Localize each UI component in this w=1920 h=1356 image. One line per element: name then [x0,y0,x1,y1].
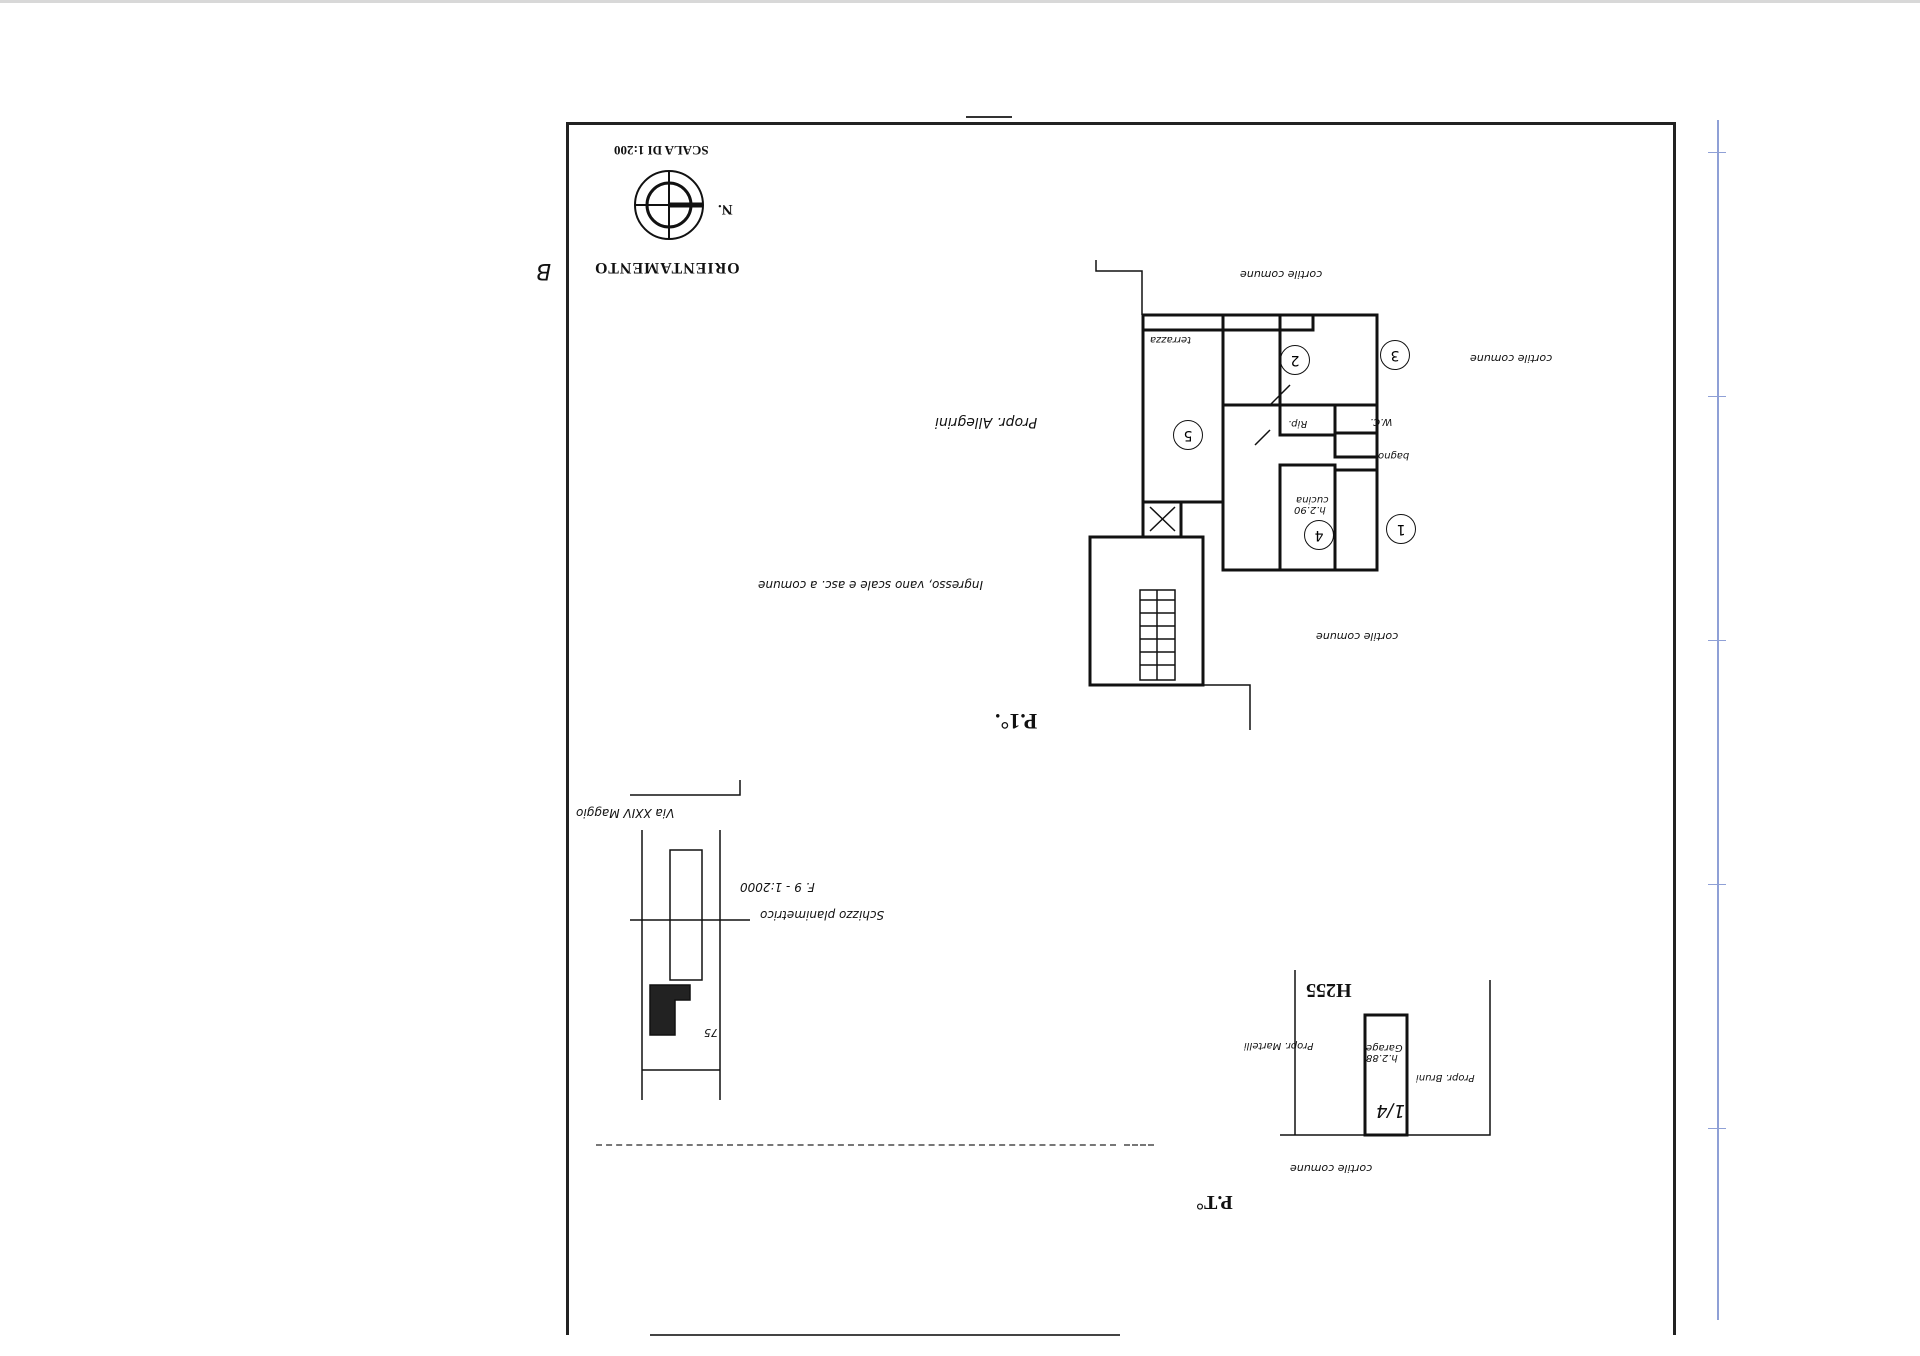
margin-tick [1708,152,1726,153]
entrance-label: Ingresso, vano scale e asc. a comune [758,578,983,592]
scan-edge [0,0,1920,3]
parcel-number: 75 [704,1026,718,1039]
north-arrow-icon [634,170,704,240]
courtyard-bottom-label: cortile comune [1316,630,1399,643]
room-number-badge: 5 [1173,420,1203,450]
room-number-badge: 4 [1304,520,1334,550]
street-label: Via XXIV Maggio [576,806,675,820]
room-number-badge: 2 [1280,345,1310,375]
margin-tick [1708,1128,1726,1129]
garage-height: h.2.88 [1366,1052,1398,1063]
site-sketch-title: Schizzo planimetrico [760,908,885,922]
margin-tick [1708,884,1726,885]
section-divider [1124,1144,1154,1146]
garage-unit-number: 1/4 [1376,1100,1405,1121]
margin-handwritten-mark: B [536,258,552,283]
wc-label: W.C. [1370,416,1393,427]
garage-plan-drawing [1280,970,1491,1137]
floor-plan-drawing [1088,260,1379,730]
storage-label: Rip. [1288,418,1308,429]
neighbor-property-label: Propr. Allegrini [935,414,1038,430]
sheet-reference: F. 9 - 1:2000 [740,880,815,894]
sheet-bottom-edge [650,1334,1120,1336]
garage-neighbor-right: Propr. Martelli [1244,1040,1314,1051]
terrace-label: terrazza [1150,334,1192,345]
site-plan-sketch [630,780,750,1100]
room-number-badge: 1 [1386,514,1416,544]
bath-label: bagno [1378,450,1410,461]
north-label: N. [718,201,733,217]
section-divider [596,1144,1116,1146]
room-number-badge: 3 [1380,340,1410,370]
top-mark [966,116,1012,118]
garage-sheet-code: H255 [1306,979,1352,1001]
margin-tick [1708,640,1726,641]
courtyard-top-label: cortile comune [1240,268,1323,281]
garage-courtyard-label: cortile comune [1290,1162,1373,1175]
drawing-sheet-frame [566,122,1676,1335]
kitchen-height-label: h.2.90 [1294,504,1326,515]
margin-rule [1717,120,1719,1320]
courtyard-right-label: cortile comune [1470,352,1553,365]
scale-label: SCALA DI 1:200 [614,143,709,158]
garage-neighbor-left: Propr. Bruni [1416,1072,1475,1083]
margin-tick [1708,396,1726,397]
orientation-label: ORIENTAMENTO [594,259,740,276]
floor-label-ground: P.T° [1196,1191,1233,1213]
floor-label-first: P.1°. [995,709,1038,734]
